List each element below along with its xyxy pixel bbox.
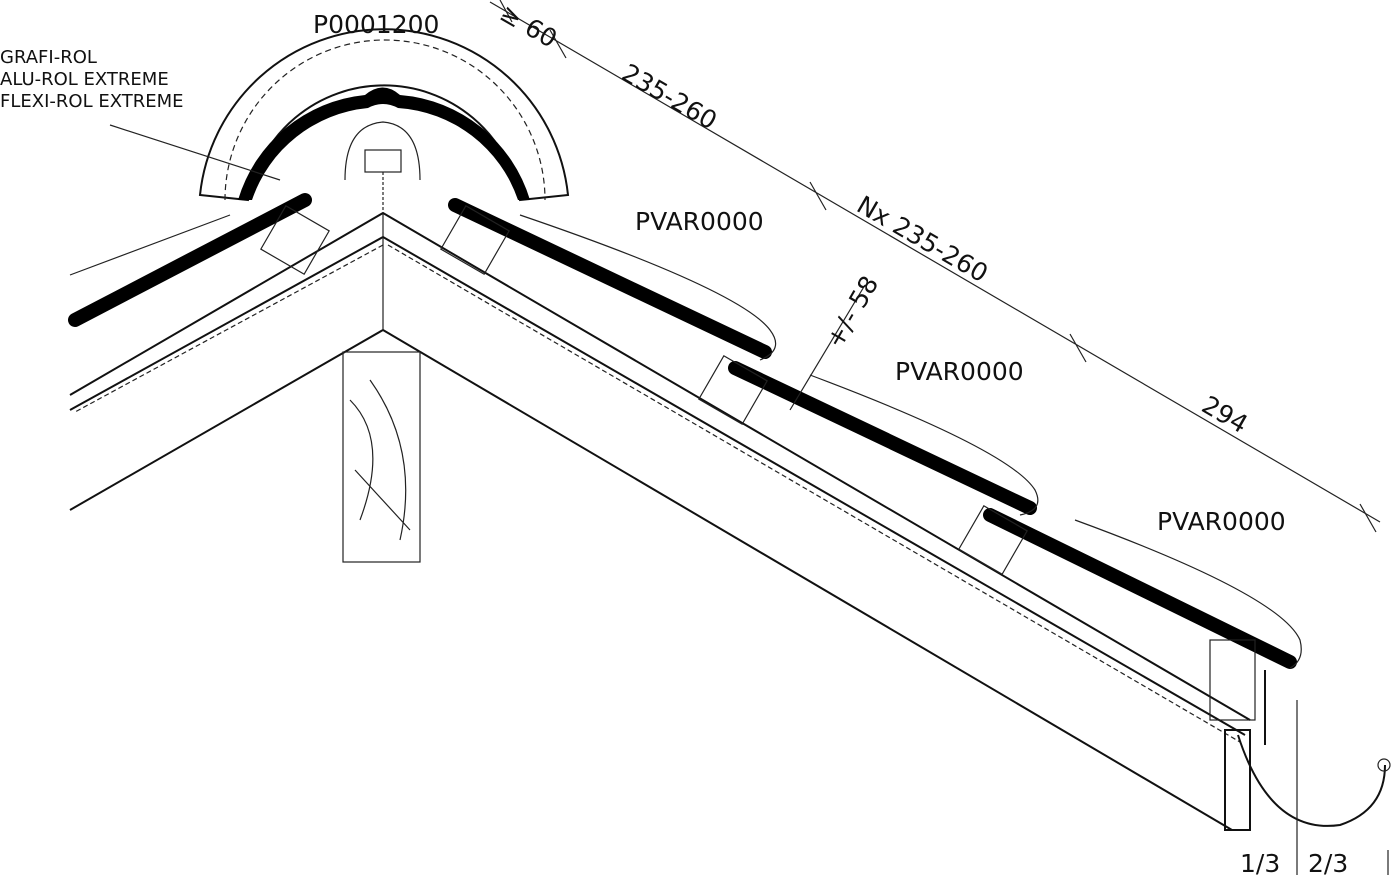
ridge-post (342, 351, 421, 563)
ridge-roll-label-3: FLEXI-ROL EXTREME (0, 91, 183, 112)
ridge-tile (198, 28, 570, 213)
ridge-product-label: P0001200 (313, 10, 439, 39)
rafter-left (69, 212, 384, 511)
tile-label-1: PVAR0000 (635, 207, 764, 236)
tile-label-3: PVAR0000 (1157, 507, 1286, 536)
gutter-ratio-right: 2/3 (1308, 849, 1348, 875)
tile-label-2: PVAR0000 (895, 357, 1024, 386)
gutter (1237, 734, 1386, 827)
ridge-roll-label-2: ALU-ROL EXTREME (0, 69, 169, 90)
roof-tiles (68, 193, 1302, 669)
dim-top: ≥ 60 (495, 0, 562, 54)
dim-repeat-batten: Nx 235-260 (852, 190, 993, 288)
battens (260, 205, 1256, 721)
fascia-board (1224, 729, 1251, 831)
rafter-right (382, 212, 1251, 831)
dimension-line (489, 0, 1381, 533)
dim-tolerance: +/- 58 (820, 271, 884, 353)
ridge-roll-label-1: GRAFI-ROL (0, 47, 97, 68)
dim-first-batten: 235-260 (617, 58, 722, 135)
gutter-ratio-left: 1/3 (1240, 849, 1280, 875)
